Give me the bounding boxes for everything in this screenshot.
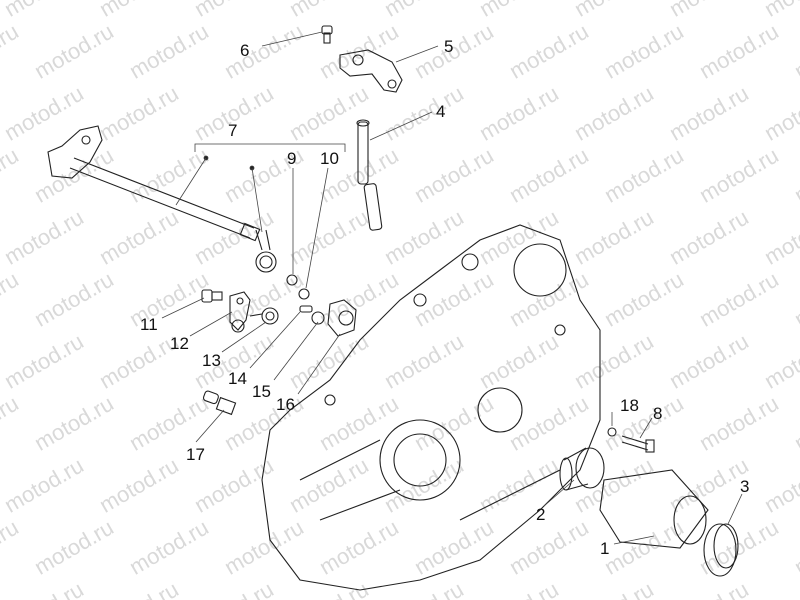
callout-label-12: 12 bbox=[170, 334, 189, 353]
callout-label-11: 11 bbox=[140, 315, 158, 334]
callout-label-5: 5 bbox=[444, 37, 454, 56]
screw-part-6 bbox=[321, 25, 333, 44]
callout-label-1: 1 bbox=[600, 539, 610, 558]
spring-part bbox=[255, 229, 277, 273]
selector-drum-part-1 bbox=[599, 469, 709, 549]
callout-leaders bbox=[161, 31, 743, 545]
callout-label-17: 17 bbox=[186, 445, 205, 464]
callout-label-4: 4 bbox=[436, 102, 446, 121]
callout-label-6: 6 bbox=[240, 41, 250, 60]
circlip-part-9 bbox=[286, 274, 298, 286]
shift-shaft-part-7 bbox=[47, 125, 261, 242]
callout-label-7: 7 bbox=[228, 121, 238, 140]
ratchet-plate-part-12 bbox=[229, 291, 251, 333]
callout-label-10: 10 bbox=[320, 149, 339, 168]
callout-label-18: 18 bbox=[620, 396, 639, 415]
bushing-part-2 bbox=[559, 447, 605, 491]
crankcase-body bbox=[261, 224, 601, 591]
callout-label-9: 9 bbox=[287, 149, 297, 168]
needle-bearing-part-3 bbox=[703, 523, 739, 577]
spring-part-13 bbox=[249, 307, 279, 325]
shift-rod-part-4 bbox=[356, 119, 383, 231]
bolt-part-11 bbox=[201, 289, 223, 303]
washer-part-18 bbox=[607, 427, 617, 437]
stud-pin-part-17 bbox=[202, 390, 237, 416]
callout-label-15: 15 bbox=[252, 382, 271, 401]
callout-label-2: 2 bbox=[536, 505, 546, 524]
callout-label-3: 3 bbox=[740, 477, 750, 496]
selector-star-part-16 bbox=[327, 299, 357, 337]
callout-label-16: 16 bbox=[276, 395, 295, 414]
washer-part-10 bbox=[298, 288, 310, 300]
callout-label-14: 14 bbox=[228, 369, 247, 388]
lever-bracket-part-5 bbox=[339, 49, 403, 93]
washer-part-15 bbox=[311, 311, 325, 325]
callout-label-8: 8 bbox=[653, 404, 663, 423]
bolt-part-8 bbox=[621, 435, 655, 453]
screw-part-14 bbox=[299, 305, 313, 313]
callout-label-13: 13 bbox=[202, 351, 221, 370]
